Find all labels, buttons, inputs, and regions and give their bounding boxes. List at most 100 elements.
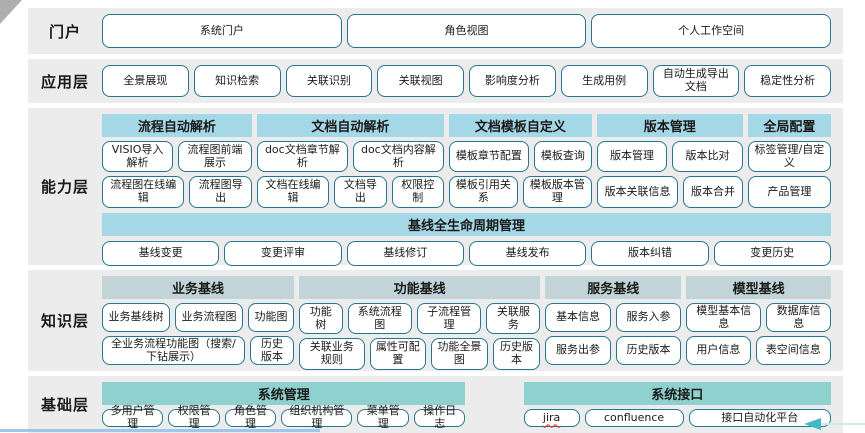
- knowledge-button[interactable]: 历史版本: [492, 338, 541, 370]
- knowledge-button[interactable]: 系统流程图: [347, 303, 412, 335]
- group-row: 模板章节配置模板查询: [448, 141, 592, 173]
- group-row: 业务基线树业务流程图功能图: [102, 303, 295, 332]
- capability-button[interactable]: 模板章节配置: [448, 141, 529, 173]
- knowledge-button[interactable]: 服务入参: [615, 303, 682, 332]
- baseline-button[interactable]: 变更历史: [713, 240, 831, 266]
- knowledge-button[interactable]: 子流程管理: [416, 303, 482, 335]
- system-management-button[interactable]: 菜单管理: [357, 405, 409, 430]
- knowledge-button[interactable]: 业务基线树: [102, 303, 171, 332]
- layer-capability: 能力层 流程自动解析 VISIO导入解析流程图前端展示 流程图在线编辑流程图导出…: [28, 108, 843, 266]
- jira-button[interactable]: jira: [523, 409, 580, 427]
- group-row: 模板引用关系模板版本管理: [448, 176, 592, 208]
- system-management-button[interactable]: 操作日志: [413, 405, 466, 430]
- baseline-button[interactable]: 变更评审: [224, 240, 342, 266]
- layer-knowledge-label: 知识层: [40, 312, 89, 330]
- knowledge-button[interactable]: 历史版本: [615, 336, 682, 365]
- baseline-button[interactable]: 基线变更: [102, 240, 220, 266]
- interface-automation-platform-button[interactable]: 接口自动化平台: [688, 409, 831, 427]
- group-function-baseline: 功能基线 功能树系统流程图子流程管理关联服务 关联业务规则属性可配置功能全景图历…: [299, 276, 541, 370]
- knowledge-button[interactable]: 功能图: [248, 303, 295, 332]
- group-header: 功能基线: [299, 276, 541, 299]
- capability-button[interactable]: VISIO导入解析: [102, 141, 174, 173]
- knowledge-button[interactable]: 属性可配置: [369, 338, 427, 370]
- knowledge-button[interactable]: 关联业务规则: [299, 338, 365, 370]
- capability-button[interactable]: 版本关联信息: [596, 176, 679, 208]
- system-management-button[interactable]: 角色管理: [224, 405, 277, 430]
- base-layer-spacer: [470, 382, 518, 427]
- group-header: 全局配置: [747, 114, 831, 137]
- group-header: 文档模板自定义: [448, 114, 592, 137]
- capability-button[interactable]: 流程图在线编辑: [102, 176, 185, 208]
- knowledge-button[interactable]: 功能树: [299, 303, 343, 335]
- layer-knowledge: 知识层 业务基线 业务基线树业务流程图功能图 全业务流程功能图（搜索/下钻展示）…: [28, 270, 843, 371]
- knowledge-button[interactable]: 功能全景图: [431, 338, 488, 370]
- teal-arrow-line-decoration: [817, 423, 865, 425]
- capability-button[interactable]: 版本比对: [672, 141, 743, 173]
- group-process-auto-parse: 流程自动解析 VISIO导入解析流程图前端展示 流程图在线编辑流程图导出: [102, 114, 252, 208]
- baseline-button[interactable]: 版本纠错: [591, 240, 709, 266]
- group-row: 多用户管理权限管理角色管理组织机构管理菜单管理操作日志: [102, 405, 466, 430]
- confluence-button[interactable]: confluence: [584, 409, 684, 427]
- capability-button[interactable]: 权限控制: [391, 176, 444, 208]
- group-header: 系统管理: [102, 382, 466, 405]
- layer-portal-label: 门户: [48, 22, 81, 41]
- capability-button[interactable]: 标签管理/自定义: [747, 141, 831, 173]
- group-service-baseline: 服务基线 基本信息服务入参 服务出参历史版本: [545, 276, 682, 365]
- teal-arrow-head-icon: [804, 418, 821, 430]
- knowledge-button[interactable]: 基本信息: [545, 303, 611, 332]
- knowledge-button[interactable]: 全业务流程功能图（搜索/下钻展示）: [102, 336, 245, 365]
- application-button[interactable]: 影响度分析: [469, 65, 556, 97]
- knowledge-button[interactable]: 业务流程图: [175, 303, 244, 332]
- capability-button[interactable]: doc文档章节解析: [256, 141, 348, 173]
- baseline-button[interactable]: 基线发布: [468, 240, 587, 266]
- capability-button[interactable]: 模板版本管理: [522, 176, 592, 208]
- application-button[interactable]: 关联视图: [377, 65, 464, 97]
- capability-button[interactable]: 产品管理: [747, 176, 831, 208]
- portal-button[interactable]: 个人工作空间: [591, 14, 832, 48]
- system-management-button[interactable]: 多用户管理: [102, 405, 164, 430]
- application-button[interactable]: 知识检索: [193, 65, 281, 97]
- knowledge-button[interactable]: 模型基本信息: [686, 303, 762, 332]
- system-management-button[interactable]: 权限管理: [168, 405, 220, 430]
- group-header: 模型基线: [686, 276, 831, 299]
- application-button[interactable]: 生成用例: [560, 65, 648, 97]
- application-button[interactable]: 稳定性分析: [744, 65, 831, 97]
- capability-button[interactable]: 模板引用关系: [448, 176, 518, 208]
- group-row: 功能树系统流程图子流程管理关联服务: [299, 303, 541, 335]
- capability-button[interactable]: 文档在线编辑: [256, 176, 330, 208]
- capability-button[interactable]: 版本管理: [596, 141, 668, 173]
- capability-button[interactable]: 流程图导出: [189, 176, 252, 208]
- portal-button[interactable]: 系统门户: [102, 14, 342, 48]
- application-button[interactable]: 全景展现: [102, 65, 189, 97]
- application-button[interactable]: 自动生成导出文档: [652, 65, 740, 97]
- knowledge-button[interactable]: 用户信息: [686, 336, 751, 365]
- group-row: VISIO导入解析流程图前端展示: [102, 141, 252, 173]
- knowledge-button[interactable]: 历史版本: [249, 336, 295, 365]
- group-header: 版本管理: [596, 114, 743, 137]
- application-button[interactable]: 关联识别: [285, 65, 373, 97]
- knowledge-button[interactable]: 关联服务: [486, 303, 541, 335]
- knowledge-button[interactable]: 服务出参: [545, 336, 611, 365]
- capability-button[interactable]: 版本合并: [683, 176, 743, 208]
- capability-button[interactable]: 流程图前端展示: [178, 141, 252, 173]
- layer-portal: 门户 系统门户角色视图个人工作空间: [28, 8, 843, 54]
- group-row: 用户信息表空间信息: [686, 336, 832, 365]
- knowledge-button[interactable]: 数据库信息: [766, 303, 831, 332]
- capability-button[interactable]: 文档导出: [334, 176, 387, 208]
- group-row: 版本关联信息版本合并: [596, 176, 743, 208]
- knowledge-button[interactable]: 表空间信息: [755, 336, 832, 365]
- group-header: 文档自动解析: [256, 114, 444, 137]
- group-model-baseline: 模型基线 模型基本信息数据库信息 用户信息表空间信息: [686, 276, 832, 365]
- capability-button[interactable]: 模板查询: [533, 141, 592, 173]
- baseline-button[interactable]: 基线修订: [346, 240, 464, 266]
- group-header: 系统接口: [523, 382, 831, 405]
- capability-button[interactable]: doc文档内容解析: [352, 141, 444, 173]
- group-row: 基本信息服务入参: [545, 303, 682, 332]
- group-version-management: 版本管理 版本管理版本比对 版本关联信息版本合并: [596, 114, 743, 208]
- system-management-button[interactable]: 组织机构管理: [281, 405, 353, 430]
- portal-button[interactable]: 角色视图: [346, 14, 587, 48]
- portal-buttons: 系统门户角色视图个人工作空间: [102, 14, 832, 48]
- layer-capability-label: 能力层: [40, 178, 89, 196]
